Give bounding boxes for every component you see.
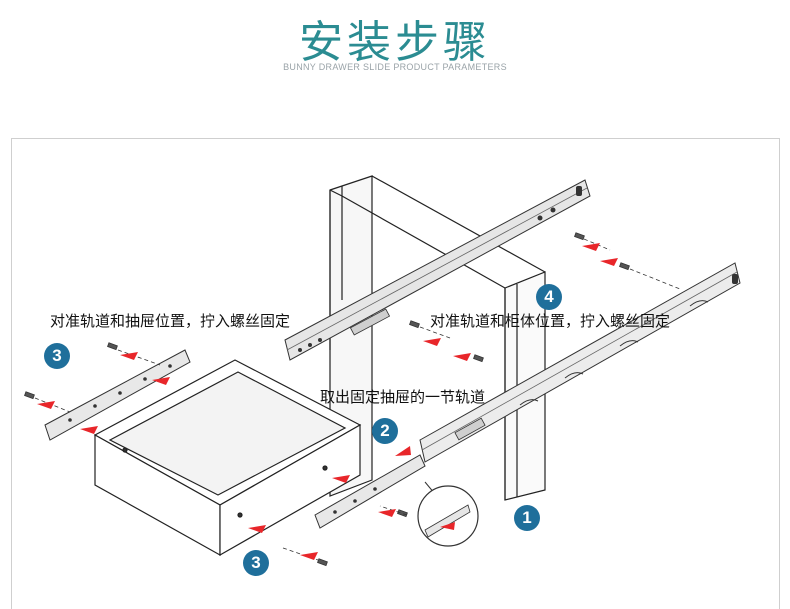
step-badge-4: 4 <box>536 284 562 310</box>
step-badge-3-left: 3 <box>44 343 70 369</box>
upper-rail <box>284 179 591 361</box>
diagram-frame <box>11 138 780 609</box>
step-badge-3-bottom: 3 <box>243 550 269 576</box>
lower-rail <box>419 262 741 463</box>
page-title: 安装步骤 <box>299 17 491 68</box>
instruction-align-cabinet: 对准轨道和柜体位置，拧入螺丝固定 <box>430 312 671 330</box>
step-badge-1: 1 <box>514 505 540 531</box>
red-arrows <box>37 243 618 560</box>
page-subtitle: BUNNY DRAWER SLIDE PRODUCT PARAMETERS <box>283 62 507 72</box>
drawer-box <box>93 359 362 557</box>
instruction-align-drawer: 对准轨道和抽屉位置，拧入螺丝固定 <box>50 312 291 330</box>
instruction-remove-rail: 取出固定抽屉的一节轨道 <box>320 388 486 406</box>
drawer-rail <box>314 454 426 529</box>
screws <box>24 232 630 567</box>
detail-inset <box>417 481 479 547</box>
step-badge-2: 2 <box>372 418 398 444</box>
left-rail <box>44 349 191 441</box>
